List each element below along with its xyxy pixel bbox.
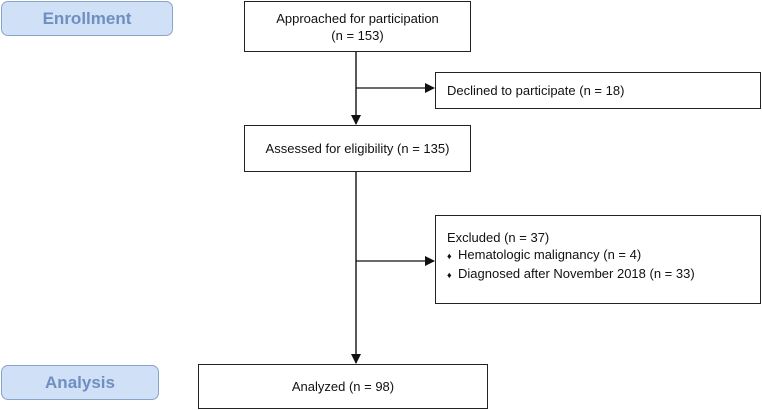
excluded-box: Excluded (n = 37) ♦ Hematologic malignan… (435, 215, 761, 304)
excluded-item: ♦ Diagnosed after November 2018 (n = 33) (447, 265, 760, 284)
stage-label-enrollment: Enrollment (1, 1, 173, 36)
approached-count: (n = 153) (331, 27, 384, 43)
analyzed-label: Analyzed (n = 98) (291, 379, 395, 394)
excluded-item: ♦ Hematologic malignancy (n = 4) (447, 246, 760, 265)
assessed-box: Assessed for eligibility (n = 135) (244, 125, 471, 172)
diamond-bullet-icon: ♦ (447, 270, 452, 280)
diamond-bullet-icon: ♦ (447, 251, 452, 261)
declined-box: Declined to participate (n = 18) (435, 72, 761, 109)
excluded-item-label: Diagnosed after November 2018 (n = 33) (458, 266, 695, 281)
analyzed-box: Analyzed (n = 98) (198, 364, 488, 409)
stage-label-analysis: Analysis (1, 365, 159, 400)
declined-label: Declined to participate (n = 18) (447, 83, 625, 98)
approached-box: Approached for participation (n = 153) (244, 1, 471, 52)
excluded-header: Excluded (n = 37) (447, 230, 550, 245)
approached-label: Approached for participation (276, 10, 439, 26)
excluded-item-label: Hematologic malignancy (n = 4) (458, 247, 642, 262)
assessed-label: Assessed for eligibility (n = 135) (265, 141, 450, 156)
